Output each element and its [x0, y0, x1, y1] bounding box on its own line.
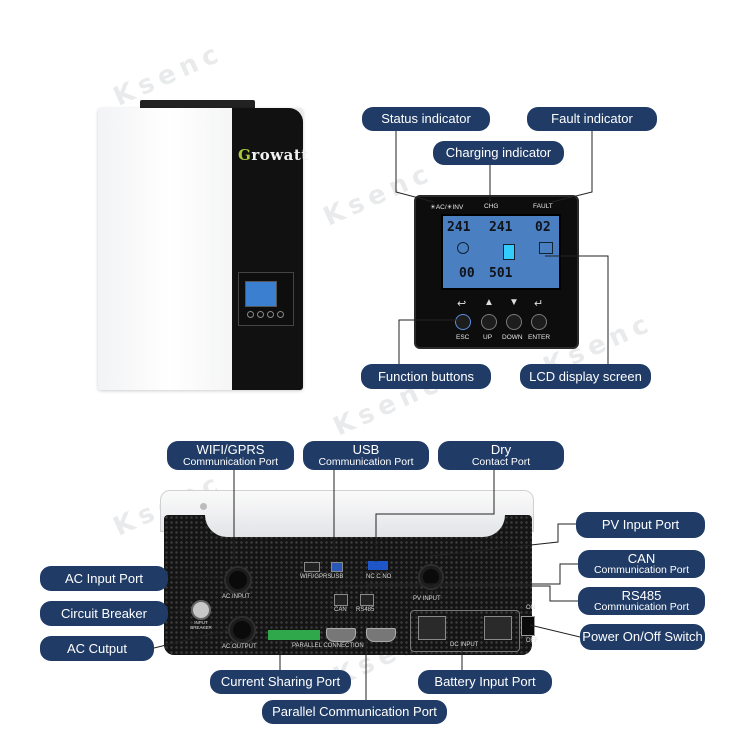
leader-line: [398, 319, 462, 366]
mini-lcd: [245, 281, 277, 307]
wifi-port: [304, 562, 320, 572]
mounting-bracket: [140, 100, 255, 110]
up-button[interactable]: [481, 314, 497, 330]
status-indicator-callout: Status indicator: [362, 107, 490, 131]
can-port: [334, 594, 348, 606]
charging-indicator-callout: Charging indicator: [433, 141, 564, 165]
ac-output-connector: [228, 616, 256, 644]
battery-terminal-2: [484, 616, 512, 640]
current-sharing-terminal: [268, 630, 320, 640]
battery-icon: [503, 244, 515, 260]
usb-label: USB: [331, 574, 344, 580]
ac-output-callout: AC Cutput: [40, 636, 154, 661]
leader-line: [545, 255, 609, 367]
lcd-display-callout: LCD display screen: [520, 364, 651, 389]
chg-indicator-label: CHG: [484, 203, 499, 210]
dry-contact-label: NC C NO: [366, 574, 392, 580]
leader-line: [153, 629, 229, 649]
status-indicator-label: ☀AC/☀INV: [430, 204, 464, 211]
down-button[interactable]: [506, 314, 522, 330]
leader-line: [169, 607, 191, 614]
leader-line: [395, 128, 435, 203]
dc-input-label: DC INPUT: [450, 642, 479, 648]
usb-port: [331, 562, 343, 572]
battery-input-port-callout: Battery Input Port: [418, 670, 552, 694]
pv-input-label: PV INPUT: [413, 596, 441, 602]
current-sharing-port-callout: Current Sharing Port: [210, 670, 351, 694]
ac-output-label: AC OUTPUT: [222, 644, 257, 650]
rear-notch: [205, 515, 505, 537]
lcd-readout: 02: [535, 220, 551, 235]
esc-label: ESC: [456, 334, 470, 341]
ac-input-connector: [224, 566, 252, 594]
leader-line: [339, 585, 578, 602]
fault-indicator-label: FAULT: [533, 203, 553, 210]
can-label: CAN: [334, 607, 347, 613]
inverter-front-bezel: [232, 108, 303, 390]
power-switch-callout: Power On/Off Switch: [580, 624, 705, 650]
rs485-port: [360, 594, 374, 606]
ac-input-label: AC INPUT: [222, 594, 251, 600]
lcd-display: 241 241 02 00 501: [441, 214, 561, 290]
leader-line: [529, 624, 581, 638]
fault-indicator-callout: Fault indicator: [527, 107, 657, 131]
lcd-readout: 241: [447, 220, 471, 235]
solar-icon: [457, 242, 469, 254]
enter-label: ENTER: [528, 334, 551, 341]
brand-logo: Growatt: [238, 146, 309, 164]
up-label: UP: [483, 334, 493, 341]
house-icon: [539, 242, 553, 254]
lcd-readout: 501: [489, 266, 513, 281]
lcd-readout: 241: [489, 220, 513, 235]
ac-input-port-callout: AC Input Port: [40, 566, 168, 591]
wifi-label: WIFI/GPRS: [300, 574, 332, 580]
dry-contact-terminal: [368, 561, 388, 570]
function-buttons-callout: Function buttons: [361, 364, 491, 389]
leader-line: [375, 469, 495, 562]
leader-line: [429, 523, 576, 557]
down-arrow-icon: ▼: [509, 297, 519, 308]
circuit-breaker-callout: Circuit Breaker: [40, 601, 168, 626]
enter-button[interactable]: [531, 314, 547, 330]
esc-button[interactable]: [455, 314, 471, 330]
screw-icon: [200, 503, 207, 510]
battery-terminal-housing: [410, 610, 520, 652]
off-label: OFF: [526, 638, 538, 644]
leader-line: [367, 563, 578, 594]
up-arrow-icon: ▲: [484, 297, 494, 308]
enter-arrow-icon: ↵: [534, 298, 544, 310]
parallel-label: PARALLEL CONNECTION: [292, 643, 364, 649]
breaker-label: INPUT BREAKER: [190, 620, 212, 630]
mini-control-panel: [238, 272, 294, 326]
lcd-readout: 00: [459, 266, 475, 281]
parallel-port-1: [326, 628, 356, 642]
rs485-label: RS485: [356, 607, 375, 613]
breaker-knob: [191, 600, 211, 620]
parallel-port-2: [366, 628, 396, 642]
pv-input-port-callout: PV Input Port: [576, 512, 705, 538]
on-label: ON: [526, 605, 535, 611]
parallel-comm-port-callout: Parallel Communication Port: [262, 700, 447, 724]
battery-terminal-1: [418, 616, 446, 640]
down-label: DOWN: [502, 334, 523, 341]
esc-arrow-icon: ↩: [457, 298, 467, 310]
leader-line: [551, 128, 593, 203]
